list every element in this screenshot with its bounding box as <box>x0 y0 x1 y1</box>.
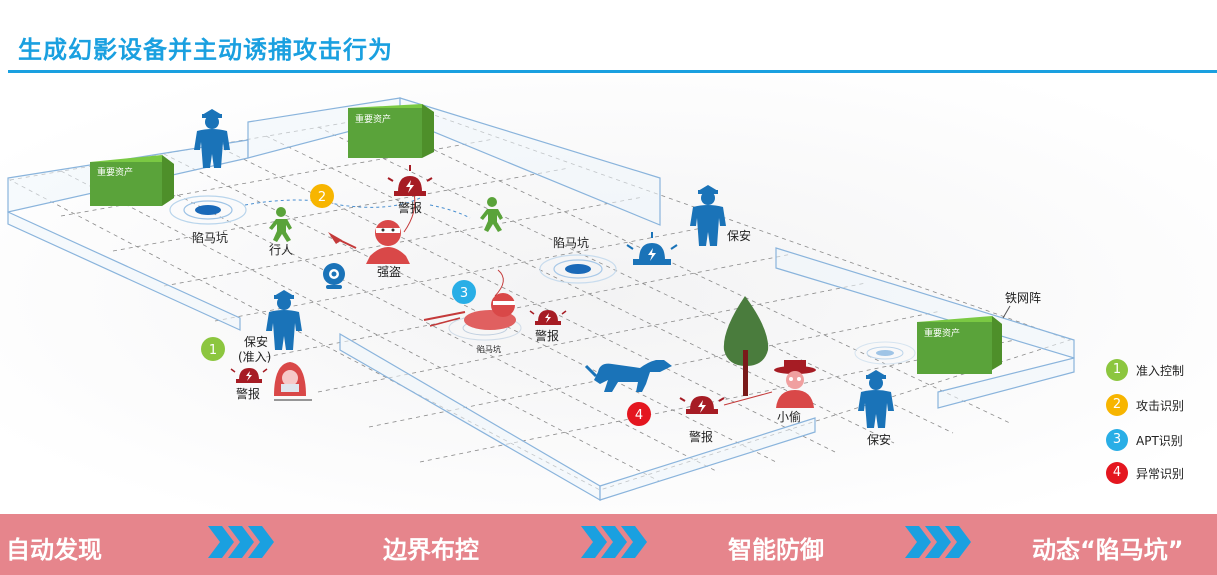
guard-label: 保安 <box>727 228 751 243</box>
crawler-icon <box>423 269 516 330</box>
guard-icon <box>266 290 302 350</box>
robber-label: 强盗 <box>377 264 401 279</box>
step-auto-discover: 自动发现 <box>6 536 102 564</box>
legend-item: 4 异常识别 <box>1106 462 1216 486</box>
legend-dot: 3 <box>1106 429 1128 451</box>
svg-text:4: 4 <box>635 408 643 423</box>
page-title: 生成幻影设备并主动诱捕攻击行为 <box>18 36 393 64</box>
step-border-control: 边界布控 <box>383 536 479 564</box>
band-arrows <box>208 526 971 558</box>
asset-box: 重要资产 <box>348 104 434 158</box>
guard-icon <box>194 109 230 168</box>
legend-dot: 4 <box>1106 462 1128 484</box>
fence-pointer <box>1002 305 1011 319</box>
guard-admit-note: (准入) <box>238 350 271 364</box>
chevron-arrow-icon <box>581 526 647 558</box>
asset-label: 重要资产 <box>355 113 391 125</box>
trap-pit-icon <box>539 254 617 284</box>
step-dynamic-trap: 动态“陷马坑” <box>1032 536 1184 564</box>
asset-label: 重要资产 <box>924 327 960 339</box>
pedestrian-icon <box>269 207 292 242</box>
trap-label: 陷马坑 <box>192 230 228 245</box>
fence-walls <box>7 97 1075 502</box>
fence-label: 铁网阵 <box>1005 291 1041 305</box>
alarm-icon <box>626 232 678 265</box>
legend-label: 准入控制 <box>1136 364 1185 378</box>
chevron-arrow-icon <box>208 526 274 558</box>
legend-item: 3 APT识别 <box>1106 429 1216 453</box>
alarm-label: 警报 <box>398 200 422 215</box>
trap-label: 陷马坑 <box>553 235 589 250</box>
trap-label: 陷马坑 <box>477 344 501 354</box>
legend-dot: 1 <box>1106 359 1128 381</box>
legend-label: APT识别 <box>1136 434 1183 448</box>
alarm-icon <box>679 396 725 414</box>
robber-icon <box>328 193 416 264</box>
svg-text:1: 1 <box>209 343 217 358</box>
legend-label: 攻击识别 <box>1136 399 1185 413</box>
process-band <box>0 514 1217 575</box>
step-smart-defense: 智能防御 <box>728 536 824 564</box>
trap-pit-icon <box>854 341 916 365</box>
marker-4: 4 <box>627 402 651 426</box>
alarm-icon <box>230 368 268 383</box>
guard-icon <box>858 370 894 428</box>
svg-text:2: 2 <box>318 190 326 205</box>
pedestrian-icon <box>480 197 503 232</box>
asset-box: 重要资产 <box>90 155 174 206</box>
intruder-icon <box>274 362 312 401</box>
camera-icon <box>323 263 345 289</box>
chevron-arrow-icon <box>905 526 971 558</box>
alarm-icon <box>529 310 567 325</box>
legend-item: 1 准入控制 <box>1106 359 1216 383</box>
dog-icon <box>584 360 672 392</box>
asset-box: 重要资产 <box>917 316 1002 374</box>
svg-text:3: 3 <box>460 286 468 301</box>
tree-icon <box>723 296 769 396</box>
marker-1: 1 <box>201 337 225 361</box>
marker-2: 2 <box>310 184 334 208</box>
legend-label: 异常识别 <box>1136 467 1185 481</box>
alarm-label: 警报 <box>535 328 559 343</box>
alarm-label: 警报 <box>236 386 260 401</box>
title-underline <box>8 70 1217 73</box>
movement-trail <box>244 197 421 208</box>
marker-3: 3 <box>452 280 476 304</box>
legend-dot: 2 <box>1106 394 1128 416</box>
alarm-label: 警报 <box>689 429 713 444</box>
pedestrian-label: 行人 <box>269 243 293 257</box>
asset-label: 重要资产 <box>97 166 133 178</box>
guard-icon <box>690 185 726 246</box>
trap-pit-icon <box>169 195 247 225</box>
alarm-link-line <box>723 391 773 406</box>
thief-label: 小偷 <box>777 409 801 424</box>
thief-icon <box>774 360 816 408</box>
guard-label: 保安 <box>867 432 891 447</box>
guard-label: 保安 <box>244 334 268 349</box>
legend-item: 2 攻击识别 <box>1106 394 1216 418</box>
alarm-icon <box>387 165 433 196</box>
